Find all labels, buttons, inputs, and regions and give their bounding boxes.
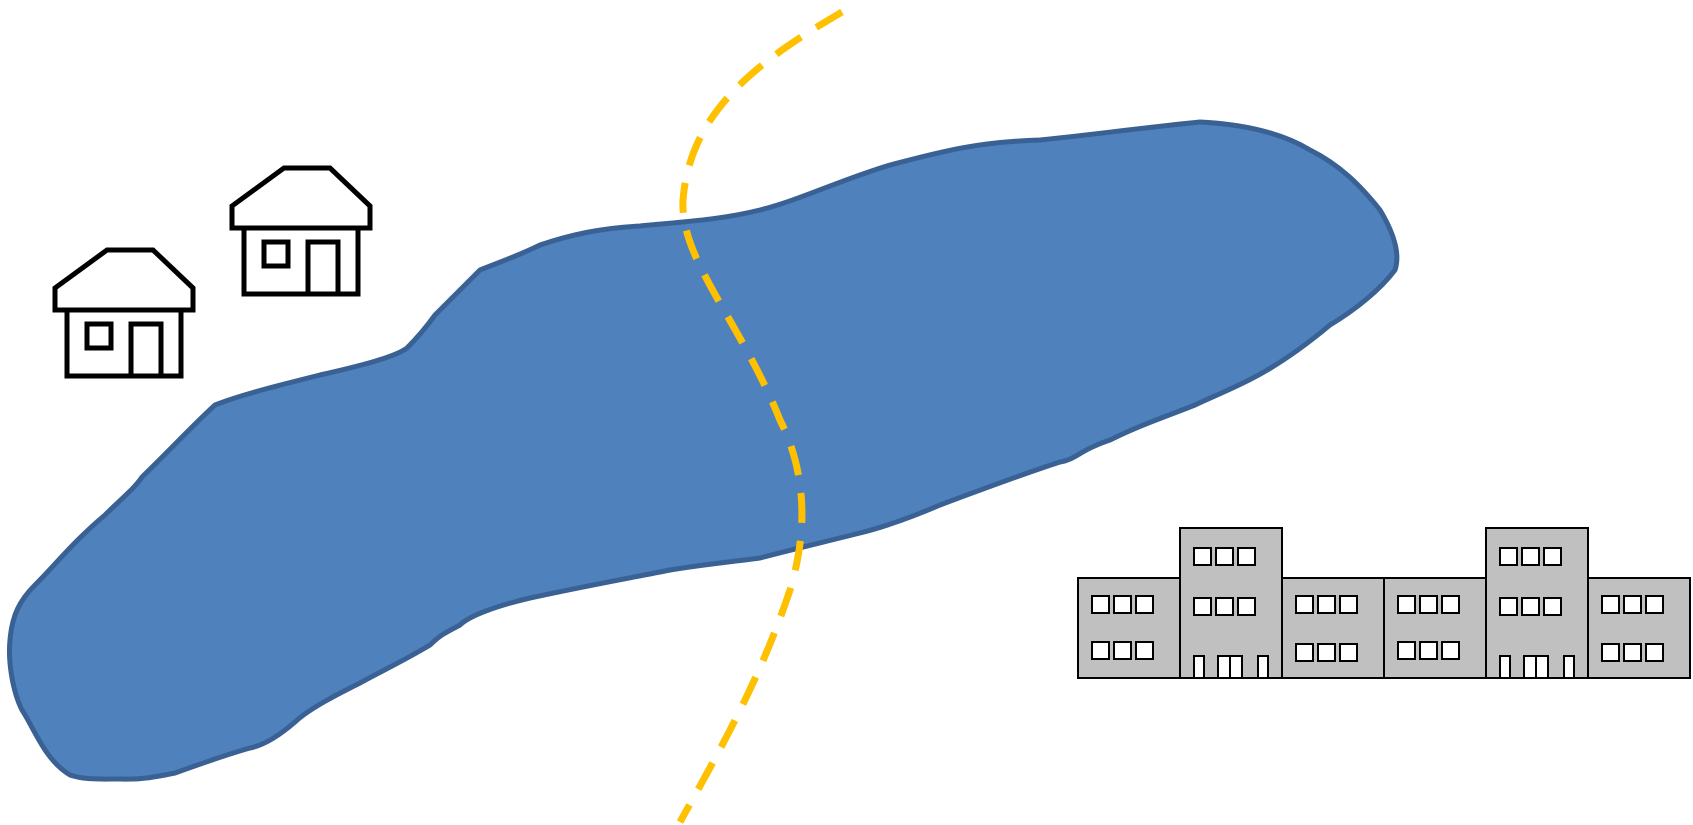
apartment-building-icon	[1384, 528, 1690, 678]
lake-shape	[10, 122, 1397, 779]
house-icon	[55, 250, 193, 376]
house-icon	[232, 168, 370, 294]
apartment-building-icon	[1078, 528, 1384, 678]
